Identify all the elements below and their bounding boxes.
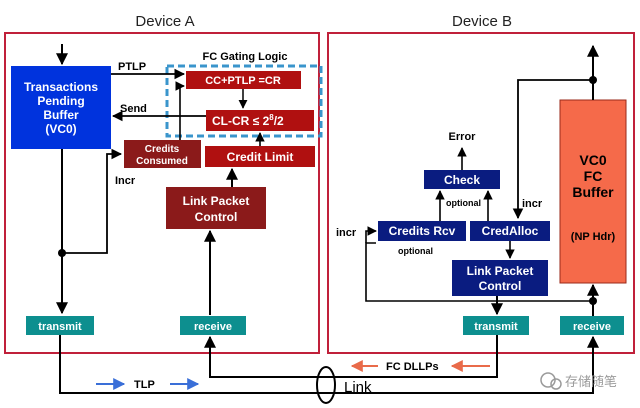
lpc-a-line-2: Control	[195, 210, 238, 224]
tpb-line-3: Buffer	[43, 108, 79, 122]
incr-label-b-left: incr	[336, 227, 357, 239]
device-a-frame	[4, 32, 320, 354]
receive-b-box: receive	[560, 316, 624, 335]
device-b-title: Device B	[452, 13, 512, 30]
link-packet-control-a: Link Packet Control	[166, 187, 266, 229]
receive-a-text: receive	[194, 321, 232, 333]
cc-up-arrow	[175, 81, 185, 140]
credits-rcv-box: Credits Rcv	[378, 221, 466, 241]
send-label: Send	[120, 103, 147, 115]
transmit-b-box: transmit	[463, 316, 529, 335]
fc-gating-title: FC Gating Logic	[203, 51, 288, 63]
tpb-line-2: Pending	[37, 94, 84, 108]
link-label: Link	[344, 379, 372, 396]
error-label: Error	[449, 131, 477, 143]
cl-cr-box: CL-CR ≤ 28/2	[206, 110, 314, 131]
np-hdr-text: (NP Hdr)	[571, 231, 616, 243]
transactions-pending-buffer: Transactions Pending Buffer (VC0)	[11, 66, 111, 149]
credits-consumed-line-2: Consumed	[136, 156, 188, 167]
lpc-b-line-2: Control	[479, 279, 522, 293]
incr-arrow-to-credalloc	[512, 79, 593, 220]
optional-label-1: optional	[446, 198, 481, 208]
check-text: Check	[444, 173, 480, 187]
incr-label-a: Incr	[115, 175, 136, 187]
watermark-logo-icon	[540, 372, 556, 388]
lpc-a-line-1: Link Packet	[183, 194, 250, 208]
incr-arrow-a	[62, 148, 123, 254]
vc0-fc-buffer: VC0 FC Buffer (NP Hdr)	[559, 99, 627, 284]
device-b-frame	[327, 32, 635, 354]
cred-alloc-box: CredAlloc	[470, 221, 550, 241]
transmit-a-box: transmit	[26, 316, 94, 335]
vc0-line-2: FC	[584, 168, 603, 184]
receive-to-credits-rcv-line	[365, 242, 593, 302]
dllp-link-path	[204, 335, 498, 378]
transmit-a-text: transmit	[38, 321, 82, 333]
cred-alloc-text: CredAlloc	[482, 224, 539, 238]
link-packet-control-b: Link Packet Control	[452, 260, 548, 296]
credits-rcv-input-arrow	[365, 226, 377, 243]
transmit-b-text: transmit	[474, 321, 518, 333]
check-box: Check	[424, 170, 500, 189]
watermark: 存储随笔	[540, 372, 617, 390]
fc-dllps-label: FC DLLPs	[386, 361, 439, 373]
credits-consumed-box: Credits Consumed	[124, 140, 201, 168]
ptlp-label: PTLP	[118, 61, 146, 73]
credit-limit-box: Credit Limit	[205, 146, 315, 167]
vc0-line-3: Buffer	[572, 184, 614, 200]
cl-cr-text: CL-CR ≤ 28/2	[212, 113, 284, 128]
tlp-link-path	[59, 335, 599, 394]
vc0-line-1: VC0	[579, 152, 606, 168]
link-ellipse	[316, 366, 336, 404]
cc-ptlp-text: CC+PTLP =CR	[205, 75, 281, 87]
tpb-line-4: (VC0)	[45, 122, 76, 136]
receive-b-text: receive	[573, 321, 611, 333]
receive-a-box: receive	[180, 316, 246, 335]
credit-limit-text: Credit Limit	[227, 150, 294, 164]
incr-label-b-right: incr	[522, 198, 543, 210]
watermark-text: 存储随笔	[565, 374, 617, 390]
credits-consumed-line-1: Credits	[145, 144, 180, 155]
device-a-title: Device A	[135, 13, 194, 30]
optional-label-2: optional	[398, 246, 433, 256]
credits-rcv-text: Credits Rcv	[389, 224, 456, 238]
tlp-label: TLP	[134, 379, 155, 391]
tpb-line-1: Transactions	[24, 80, 98, 94]
fc-gating-box	[165, 64, 323, 138]
lpc-b-line-1: Link Packet	[467, 264, 534, 278]
cc-ptlp-box: CC+PTLP =CR	[186, 71, 301, 89]
